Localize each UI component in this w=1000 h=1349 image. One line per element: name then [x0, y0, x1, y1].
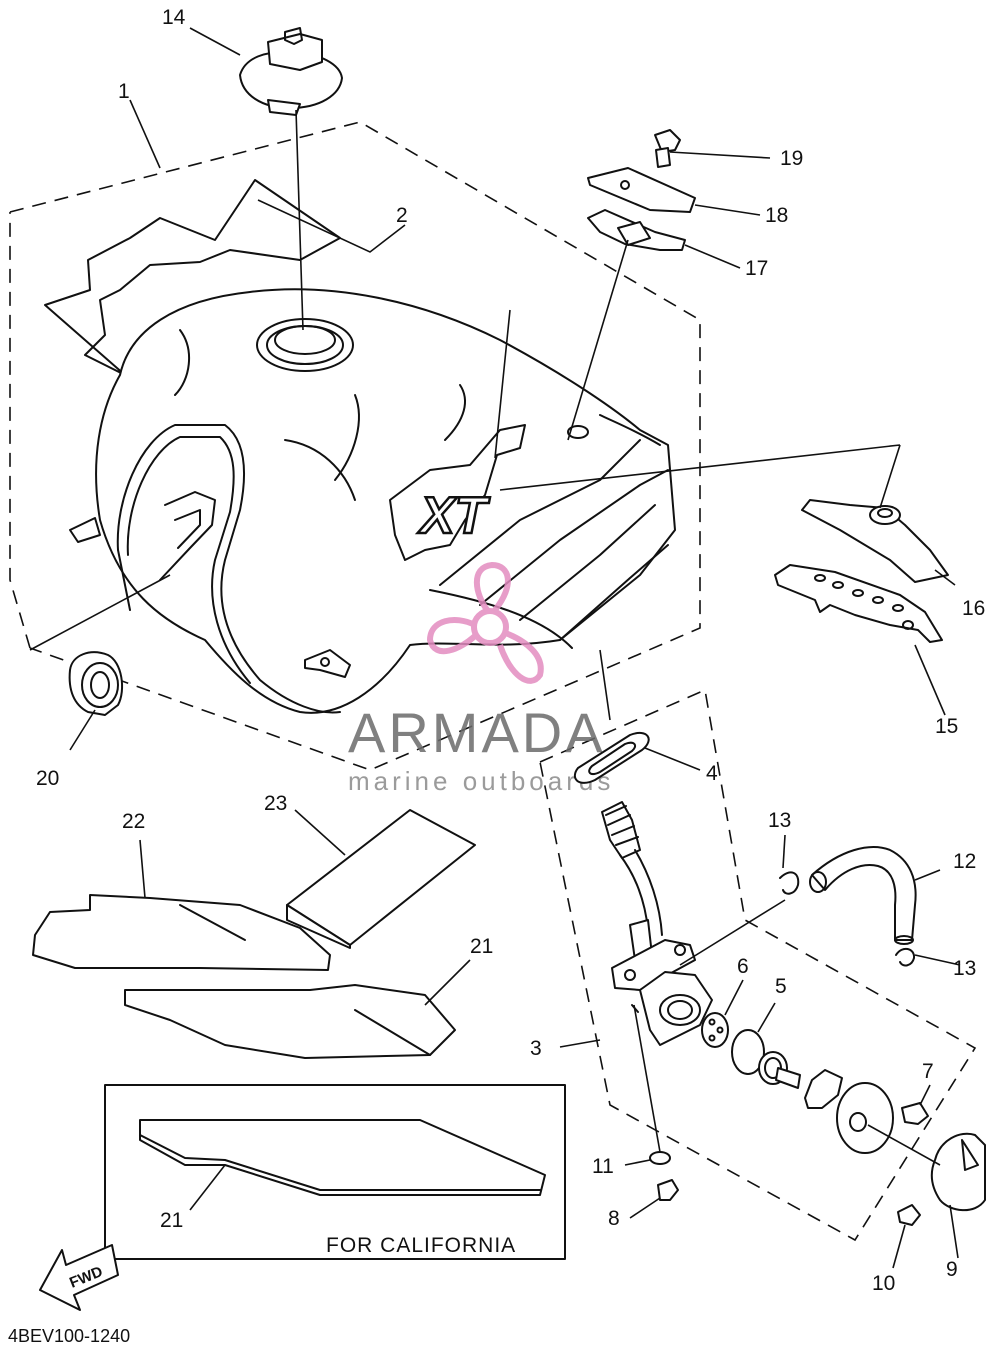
callout-labels: 1 14 2 19 18 17 16 15 4 20 22 23 21 21 3… — [36, 6, 985, 1295]
fuel-hose-12 — [809, 846, 917, 945]
fuel-cap — [239, 27, 343, 116]
plate-washer — [836, 1082, 894, 1154]
bracket-15 — [774, 564, 943, 643]
fuel-cock-group-outline — [539, 688, 977, 1242]
callout-13-lower: 13 — [953, 957, 976, 980]
watermark-brand: ARMADA — [348, 701, 606, 764]
callout-11: 11 — [592, 1155, 614, 1178]
screw-8 — [657, 1179, 679, 1201]
pad-22 — [32, 894, 331, 971]
callout-20: 20 — [36, 767, 59, 790]
diaphragm-6 — [701, 1012, 729, 1048]
callout-3: 3 — [530, 1037, 542, 1060]
callout-15: 15 — [935, 715, 958, 738]
lever-9 — [930, 1132, 986, 1212]
callout-5: 5 — [775, 975, 787, 998]
callout-12: 12 — [953, 850, 976, 873]
screw-10 — [897, 1204, 921, 1226]
gasket-4 — [573, 731, 650, 784]
callout-17: 17 — [745, 257, 768, 280]
california-box — [104, 1084, 566, 1260]
diagram-code: 4BEV100-1240 — [8, 1326, 130, 1346]
callout-19: 19 — [780, 147, 803, 170]
callout-23: 23 — [264, 792, 287, 815]
spring-clip — [804, 1069, 843, 1109]
bracket-16 — [801, 499, 949, 583]
o-ring-5 — [731, 1029, 765, 1075]
plate-18 — [587, 167, 696, 213]
washer-11 — [649, 1151, 671, 1165]
damper-23 — [286, 809, 476, 949]
callout-14: 14 — [162, 6, 186, 29]
fwd-arrow-icon: FWD — [39, 1244, 119, 1311]
callout-4: 4 — [706, 762, 718, 785]
screw-7 — [901, 1102, 929, 1125]
armada-watermark-logo — [426, 561, 544, 684]
callout-8: 8 — [608, 1207, 620, 1230]
tank-assembly-group-outline — [9, 121, 701, 771]
fuel-cock-body — [611, 939, 713, 1046]
callout-10: 10 — [872, 1272, 895, 1295]
callout-21-upper: 21 — [470, 935, 493, 958]
fuel-strainer-pipe — [601, 801, 663, 961]
damper-17 — [587, 209, 686, 251]
callout-13-upper: 13 — [768, 809, 791, 832]
hose-clip-13-upper — [779, 871, 800, 895]
callout-2: 2 — [396, 204, 408, 227]
watermark-tagline: marine outboards — [348, 766, 614, 796]
callout-7: 7 — [922, 1060, 934, 1083]
callout-6: 6 — [737, 955, 749, 978]
valve-shaft — [758, 1051, 801, 1089]
leader-lines — [29, 27, 961, 1269]
callout-1: 1 — [118, 80, 130, 103]
pad-21-upper — [124, 984, 456, 1059]
california-note: FOR CALIFORNIA — [326, 1234, 516, 1257]
hose-clip-13-lower — [895, 947, 916, 967]
fuel-tank: XT — [44, 179, 676, 714]
callout-16: 16 — [962, 597, 985, 620]
callout-18: 18 — [765, 204, 788, 227]
bolt-19 — [654, 129, 681, 168]
grommet — [68, 651, 124, 716]
callout-9: 9 — [946, 1258, 958, 1281]
pad-21-california — [139, 1119, 546, 1196]
callout-22: 22 — [122, 810, 145, 833]
tank-badge: XT — [417, 487, 491, 545]
callout-21-california: 21 — [160, 1209, 183, 1232]
